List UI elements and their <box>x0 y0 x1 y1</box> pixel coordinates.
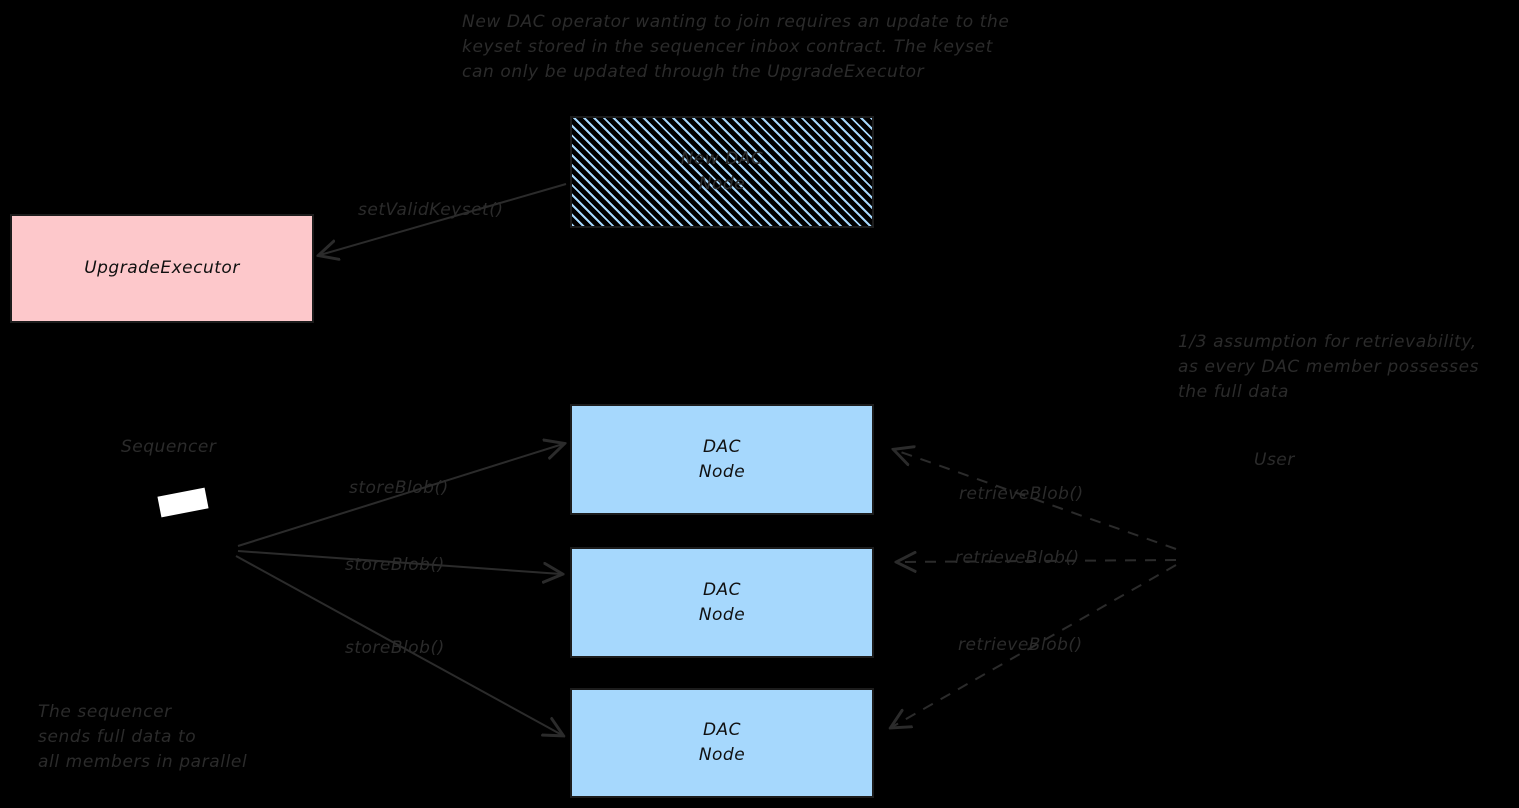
annotation-keyset-update: New DAC operator wanting to join require… <box>462 12 1010 82</box>
edge-label-store-blob-3: storeBlob() <box>345 638 445 658</box>
actor-user-label: User <box>1254 450 1295 470</box>
node-upgrade-executor-label: UpgradeExecutor <box>84 258 240 278</box>
node-dac-node-3-label: DAC Node <box>698 720 746 765</box>
edge-label-retrieve-blob-1: retrieveBlob() <box>959 484 1084 504</box>
annotation-retrievability: 1/3 assumption for retrievability, as ev… <box>1178 332 1480 402</box>
edge-label-retrieve-blob-3: retrieveBlob() <box>958 635 1083 655</box>
node-new-dac-node[interactable]: New DAC Node <box>570 116 874 228</box>
edge-label-store-blob-1: storeBlob() <box>349 478 449 498</box>
edge-label-set-valid-keyset: setValidKeyset() <box>358 200 504 220</box>
node-dac-node-2[interactable]: DAC Node <box>570 547 874 658</box>
edge-label-store-blob-2: storeBlob() <box>345 555 445 575</box>
node-new-dac-node-label: New DAC Node <box>680 149 764 194</box>
node-dac-node-1[interactable]: DAC Node <box>570 404 874 515</box>
sequencer-icon <box>157 487 209 518</box>
annotation-sequencer-parallel: The sequencer sends full data to all mem… <box>38 702 248 772</box>
node-upgrade-executor[interactable]: UpgradeExecutor <box>10 214 314 323</box>
node-dac-node-2-label: DAC Node <box>698 579 746 625</box>
node-dac-node-1-label: DAC Node <box>698 436 746 482</box>
actor-sequencer-label: Sequencer <box>121 437 217 457</box>
node-dac-node-3[interactable]: DAC Node <box>570 688 874 798</box>
edge-label-retrieve-blob-2: retrieveBlob() <box>955 548 1080 568</box>
